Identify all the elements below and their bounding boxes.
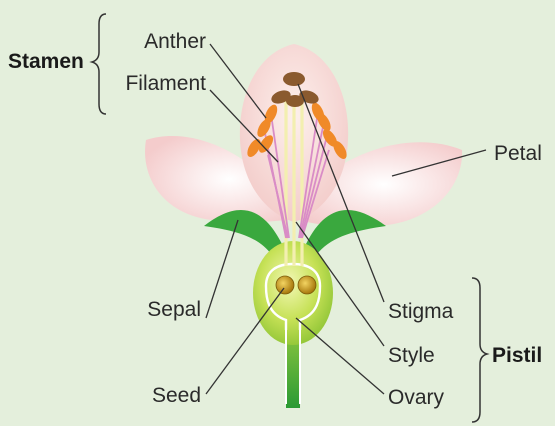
- ovary-label: Ovary: [388, 386, 445, 409]
- petal-label: Petal: [494, 142, 542, 165]
- anther-label: Anther: [144, 30, 206, 53]
- stamen-label: Stamen: [8, 50, 84, 73]
- sepal-label: Sepal: [147, 298, 201, 321]
- filament-label: Filament: [125, 72, 206, 95]
- style-label: Style: [388, 344, 435, 367]
- pistil-label: Pistil: [492, 344, 542, 367]
- stigma-label: Stigma: [388, 300, 454, 323]
- seed-label: Seed: [152, 384, 201, 407]
